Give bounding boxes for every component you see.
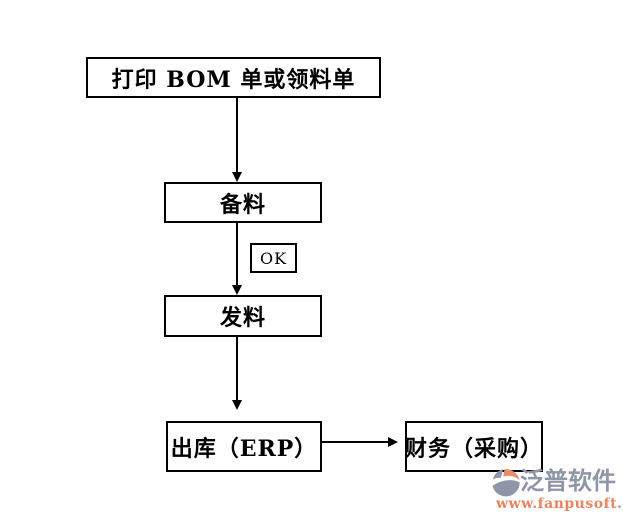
flow-node-ok-tag: OK [250,243,297,273]
arrowhead-right [388,437,398,447]
flow-node-prepare-material: 备料 [164,182,322,223]
arrowhead-down [232,400,242,410]
flow-node-finance-purchase: 财务（采购） [405,421,543,472]
arrow-line [322,441,390,443]
fanpu-logo-icon [492,469,520,497]
arrow-line [236,337,238,402]
flow-node-label: 发料 [219,305,266,331]
flow-node-print-bom: 打印 BOM 单或领料单 [86,57,381,98]
watermark-url: www.fanpusoft.com [496,496,623,512]
flow-node-label: 备料 [219,191,266,218]
flow-node-issue-material: 发料 [164,295,322,337]
flow-node-label: 出库（ERP） [170,435,318,462]
arrowhead-down [232,285,242,295]
arrowhead-down [232,172,242,182]
flow-node-label: OK [259,248,288,268]
watermark: 泛普软件 www.fanpusoft.com [488,465,623,515]
flow-node-label: 财务（采购） [405,435,544,462]
arrow-line [236,98,238,174]
flow-node-label: 打印 BOM 单或领料单 [111,66,356,93]
watermark-brand: 泛普软件 [520,466,616,495]
flow-node-outbound-erp: 出库（ERP） [166,421,322,472]
arrow-line [236,223,238,287]
